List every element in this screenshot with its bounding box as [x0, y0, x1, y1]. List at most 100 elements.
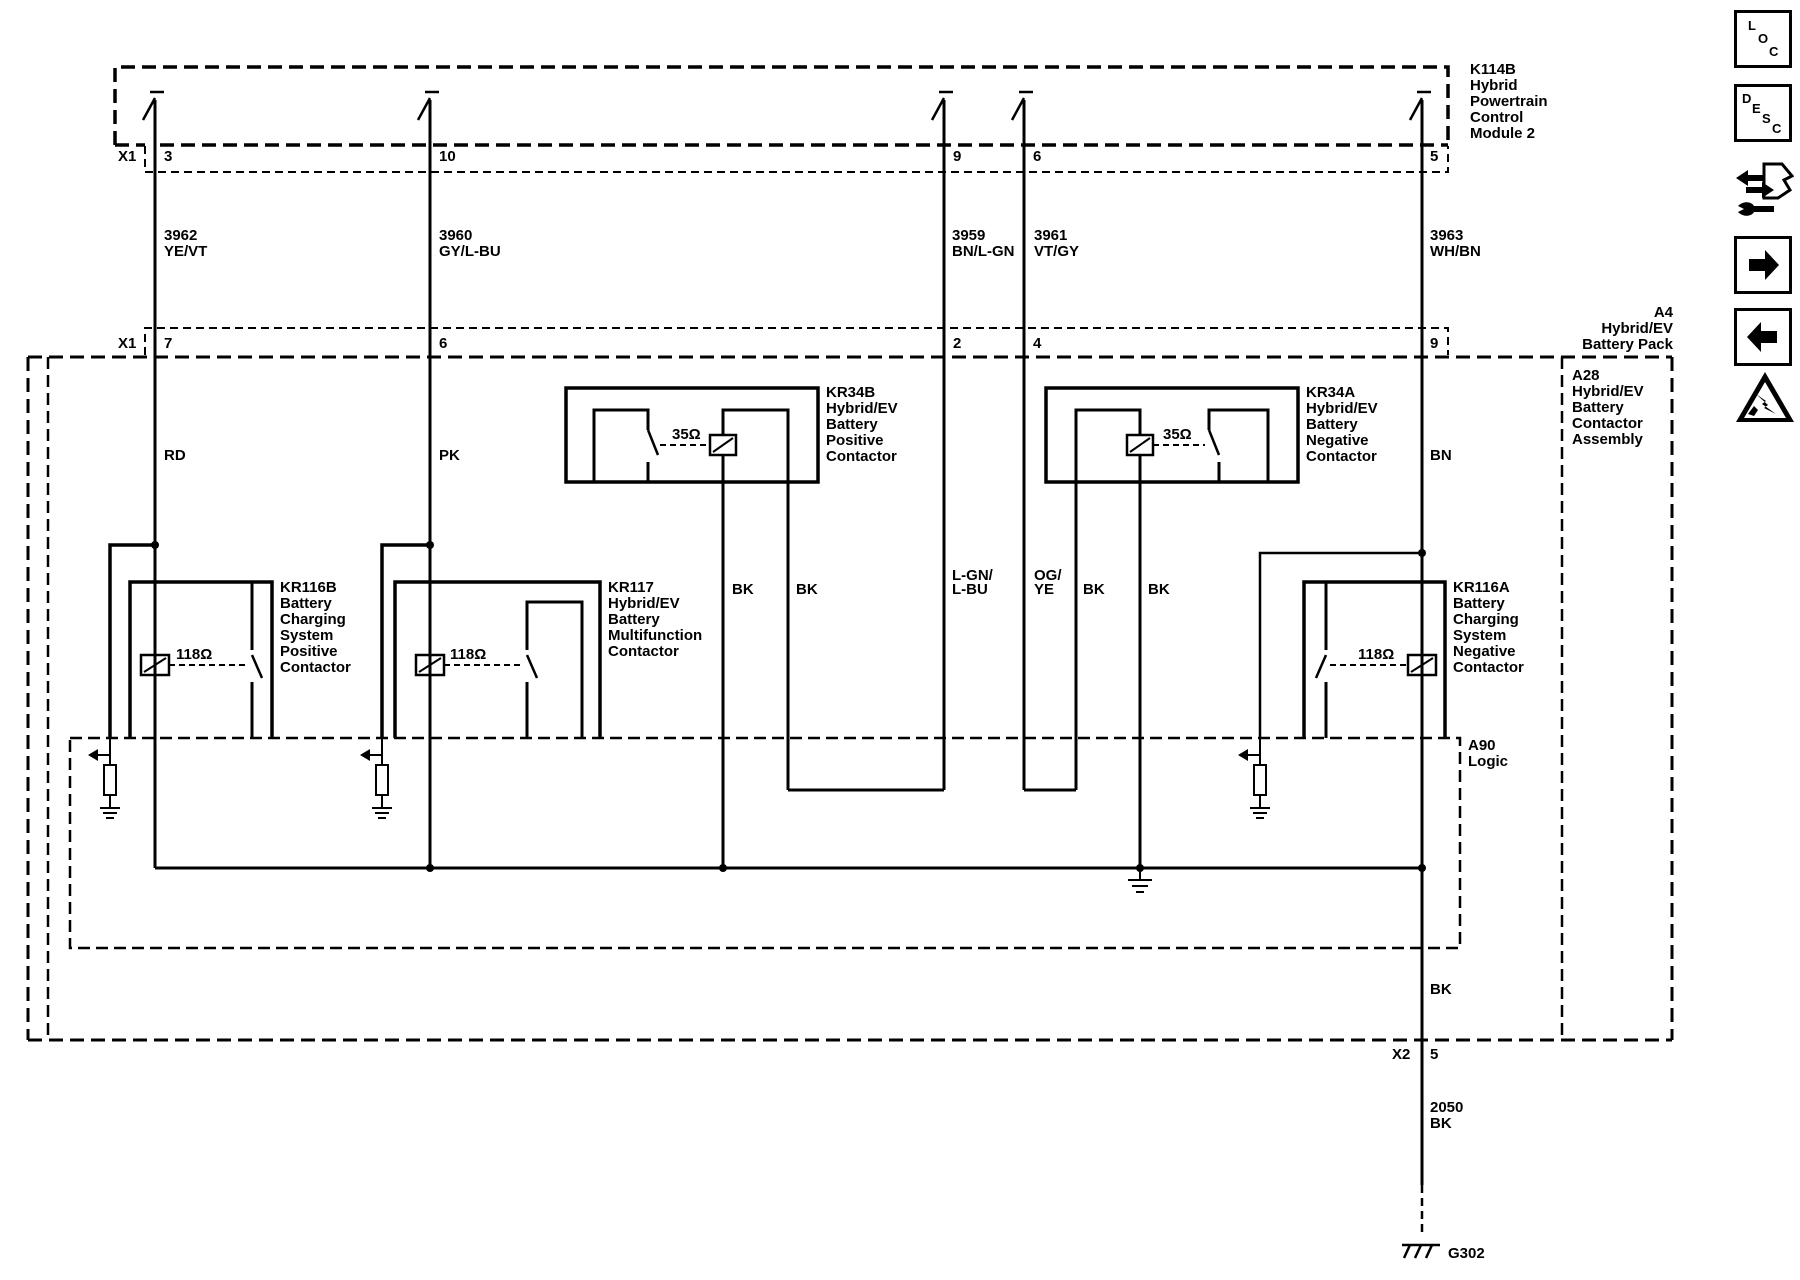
k114b-code: K114B — [1470, 61, 1516, 78]
a28-label: A28 Hybrid/EV Battery Contactor Assembly — [1572, 367, 1644, 448]
circuit-number: 3962 — [164, 227, 197, 244]
circuit-color: VT/GY — [1034, 243, 1079, 260]
kr34a-code: KR34A — [1306, 384, 1355, 401]
a28-code: A28 — [1572, 367, 1600, 384]
a4-battery-pack-outline — [26, 355, 1674, 1042]
logic-drivers — [90, 738, 1270, 893]
circuit-number: 3959 — [952, 227, 985, 244]
a28-contactor-assembly-outline — [46, 357, 1564, 1040]
junction-dots — [151, 541, 1426, 872]
circuit-labels: 3962 YE/VT 3960 GY/L-BU 3959 BN/L-GN 396… — [164, 227, 1485, 1262]
kr116b-resistance: 118Ω — [176, 646, 212, 663]
wire-color: BN — [1430, 447, 1452, 464]
k114b-line4: Module 2 — [1470, 125, 1535, 142]
kr117-code: KR117 — [608, 579, 654, 596]
kr34b-line1: Hybrid/EV — [826, 400, 898, 417]
kr117-line2: Battery — [608, 611, 660, 628]
kr34b-resistance: 35Ω — [672, 426, 701, 443]
wire-color: BK — [1430, 981, 1452, 998]
pin-bottom: 6 — [439, 335, 447, 352]
loc-button[interactable]: L O C — [1734, 10, 1792, 68]
kr34a-label: KR34A Hybrid/EV Battery Negative Contact… — [1163, 384, 1378, 465]
next-page-button[interactable] — [1734, 236, 1792, 294]
high-voltage-warning-button[interactable] — [1734, 368, 1796, 426]
ground-circuit-number: 2050 — [1430, 1099, 1463, 1116]
logic-arrowheads — [88, 749, 1248, 761]
kr34a-line4: Contactor — [1306, 448, 1377, 465]
wire-color: PK — [439, 447, 460, 464]
wire-color-labels: RD PK BN BK BK L-GN/ L-BU OG/ YE BK BK B… — [164, 447, 1452, 998]
kr34a-line3: Negative — [1306, 432, 1369, 449]
kr116a-line2: Charging — [1453, 611, 1519, 628]
kr117-line4: Contactor — [608, 643, 679, 660]
loc-letter-l: L — [1748, 18, 1756, 33]
x1-top-connector — [144, 146, 1449, 173]
wire-color: BK — [1148, 581, 1170, 598]
a90-label: A90 Logic — [1468, 737, 1508, 770]
kr116a-resistance: 118Ω — [1358, 646, 1394, 663]
kr116a-label: KR116A Battery Charging System Negative … — [1358, 579, 1524, 676]
a4-label: A4 Hybrid/EV Battery Pack — [1582, 304, 1674, 353]
connector-info-button[interactable] — [1734, 158, 1795, 220]
pin-bottom: 4 — [1033, 335, 1042, 352]
a90-line1: Logic — [1468, 753, 1508, 770]
kr116b-line2: Charging — [280, 611, 346, 628]
pin-bottom: 7 — [164, 335, 172, 352]
x1-bottom-connector — [144, 327, 1449, 355]
a90-logic-outline — [68, 736, 1462, 950]
kr116b-code: KR116B — [280, 579, 337, 596]
g302-ground-icon — [1402, 1243, 1440, 1259]
previous-page-button[interactable] — [1734, 308, 1792, 366]
circuit-color: YE/VT — [164, 243, 207, 260]
a28-line2: Battery — [1572, 399, 1624, 416]
x1-top-label: X1 — [118, 148, 136, 165]
x2-label: X2 — [1392, 1046, 1410, 1063]
kr116a-line4: Negative — [1453, 643, 1516, 660]
kr117-line3: Multifunction — [608, 627, 702, 644]
kr117-resistance: 118Ω — [450, 646, 486, 663]
kr34b-contactor — [564, 386, 944, 868]
circuit-wires — [153, 100, 1424, 1185]
a4-line2: Battery Pack — [1582, 336, 1674, 353]
kr116b-label: KR116B Battery Charging System Positive … — [176, 579, 351, 676]
circuit-color: WH/BN — [1430, 243, 1481, 260]
wire-color: YE — [1034, 581, 1054, 598]
desc-letter-e: E — [1752, 101, 1761, 116]
desc-button[interactable]: D E S C — [1734, 84, 1792, 142]
kr34b-label: KR34B Hybrid/EV Battery Positive Contact… — [672, 384, 898, 465]
desc-letter-s: S — [1762, 111, 1771, 126]
kr116b-line4: Positive — [280, 643, 338, 660]
kr116a-contactor — [1258, 551, 1447, 738]
g302-label: G302 — [1448, 1245, 1485, 1262]
x1-bottom-label: X1 — [118, 335, 136, 352]
circuit-color: BN/L-GN — [952, 243, 1015, 260]
pin-top: 5 — [1430, 148, 1438, 165]
high-voltage-warning-icon — [1736, 372, 1794, 422]
kr34a-resistance: 35Ω — [1163, 426, 1192, 443]
k114b-module-outline — [113, 65, 1450, 147]
kr34b-line3: Positive — [826, 432, 884, 449]
k114b-line3: Control — [1470, 109, 1523, 126]
desc-letter-c: C — [1772, 121, 1782, 136]
a4-line1: Hybrid/EV — [1601, 320, 1673, 337]
kr116b-line3: System — [280, 627, 333, 644]
kr34a-line1: Hybrid/EV — [1306, 400, 1378, 417]
desc-letter-d: D — [1742, 91, 1752, 106]
a4-code: A4 — [1654, 304, 1674, 321]
circuit-number: 3961 — [1034, 227, 1067, 244]
arrow-left-icon — [1747, 322, 1777, 352]
kr116a-line5: Contactor — [1453, 659, 1524, 676]
wire-color: OG/ — [1034, 567, 1062, 584]
loc-letter-c: C — [1769, 44, 1779, 59]
kr116b-contactor — [108, 543, 274, 738]
pin-top: 9 — [953, 148, 961, 165]
circuit-number: 3960 — [439, 227, 472, 244]
wire-color: BK — [1083, 581, 1105, 598]
top-pin-numbers: 3 10 9 6 5 — [164, 148, 1438, 165]
kr116a-line1: Battery — [1453, 595, 1505, 612]
bottom-pin-numbers: 7 6 2 4 9 — [164, 335, 1438, 352]
pin-top: 10 — [439, 148, 456, 165]
wire-color: BK — [796, 581, 818, 598]
ground-circuit-color: BK — [1430, 1115, 1452, 1132]
